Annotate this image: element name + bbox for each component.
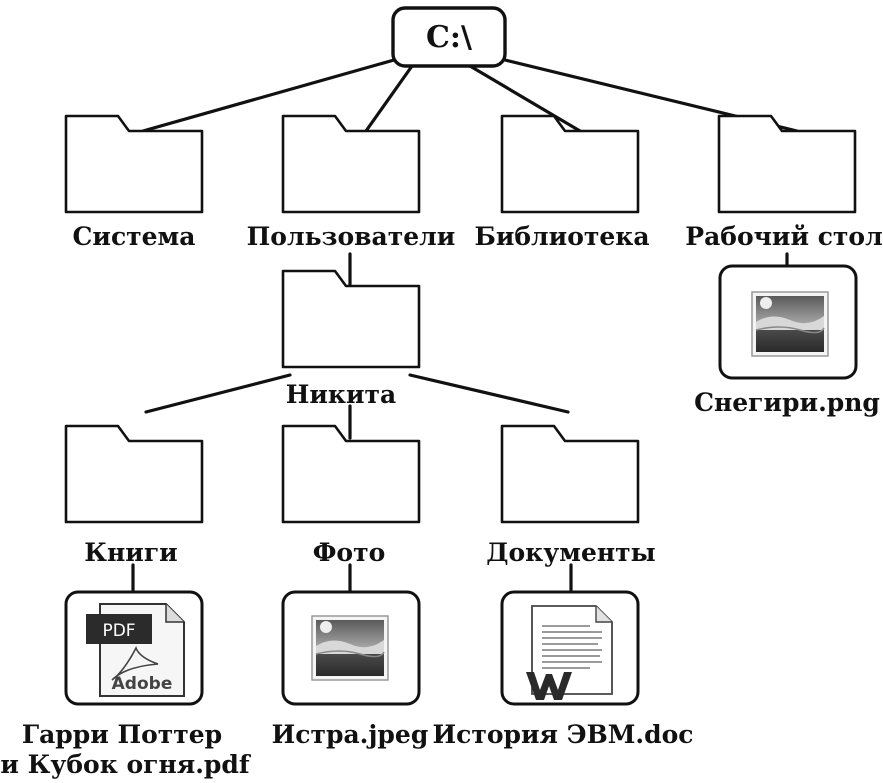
folder-label-nikita: Никита xyxy=(286,380,396,409)
word-doc-file-icon xyxy=(526,605,613,700)
folder-label-rabochiy-stol: Рабочий стол xyxy=(685,222,882,251)
folder-dokumenty[interactable]: Документы xyxy=(486,424,656,567)
file-label-istoriya: История ЭВМ.doc xyxy=(433,720,694,749)
edge-nikita-dokumenty xyxy=(408,373,570,414)
folder-icon[interactable] xyxy=(281,269,421,369)
file-istoriya-evm[interactable]: История ЭВМ.doc xyxy=(433,590,694,749)
adobe-brand-text: Adobe xyxy=(112,674,173,694)
root-node[interactable]: C:\ xyxy=(391,6,507,68)
folder-label-biblioteka: Библиотека xyxy=(474,222,649,251)
folder-label-polzovateli: Пользователи xyxy=(247,222,456,251)
file-label-istra: Истра.jpeg xyxy=(272,720,429,749)
folder-foto[interactable]: Фото xyxy=(281,424,421,567)
folder-nikita[interactable]: Никита xyxy=(281,269,421,409)
file-label-snegiri: Снегири.png xyxy=(694,388,880,417)
folder-icon[interactable] xyxy=(717,114,857,214)
folder-label-knigi: Книги xyxy=(84,538,177,567)
edge-root-polzovateli xyxy=(364,64,414,133)
folder-icon[interactable] xyxy=(64,114,204,214)
root-box[interactable] xyxy=(391,6,507,68)
file-label-garri-line1: Гарри Поттер xyxy=(22,720,222,749)
folder-polzovateli[interactable]: Пользователи xyxy=(247,114,456,251)
folder-sistema[interactable]: Система xyxy=(64,114,204,251)
pdf-badge-text: PDF xyxy=(102,621,135,641)
folder-icon[interactable] xyxy=(281,114,421,214)
folder-icon[interactable] xyxy=(500,424,640,524)
folder-label-foto: Фото xyxy=(313,538,386,567)
folder-icon[interactable] xyxy=(500,114,640,214)
folder-knigi[interactable]: Книги xyxy=(64,424,204,567)
image-file-icon xyxy=(751,291,829,357)
edge-root-biblioteka xyxy=(468,64,582,133)
folder-biblioteka[interactable]: Библиотека xyxy=(474,114,650,251)
edge-root-sistema xyxy=(141,58,396,133)
edge-nikita-knigi xyxy=(144,373,292,414)
image-file-icon xyxy=(311,615,389,681)
file-snegiri[interactable]: Снегири.png xyxy=(694,264,880,417)
folder-label-dokumenty: Документы xyxy=(486,538,655,567)
folder-icon[interactable] xyxy=(281,424,421,524)
folder-icon[interactable] xyxy=(64,424,204,524)
folder-label-sistema: Система xyxy=(73,222,196,251)
folder-rabochiy-stol[interactable]: Рабочий стол xyxy=(685,114,883,251)
file-garri-potter[interactable]: PDF Adobe Гарри Поттер и Кубок огня.pdf xyxy=(0,590,252,779)
file-label-garri-line2: и Кубок огня.pdf xyxy=(0,750,252,779)
file-istra[interactable]: Истра.jpeg xyxy=(272,590,429,749)
root-label: C:\ xyxy=(426,20,472,55)
tree-edges xyxy=(131,58,799,594)
pdf-file-icon: PDF Adobe xyxy=(86,603,185,697)
